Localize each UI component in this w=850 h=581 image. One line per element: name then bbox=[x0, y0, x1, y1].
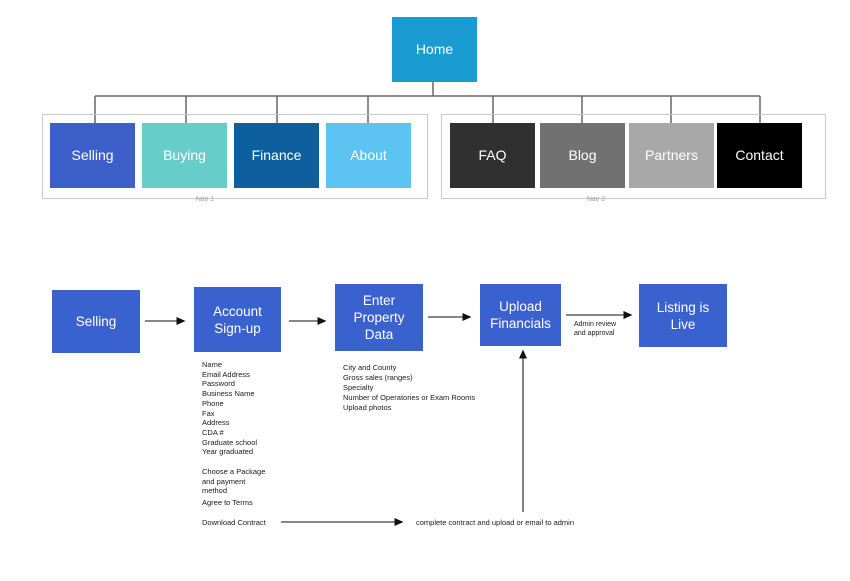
nav-node-label: About bbox=[350, 147, 387, 163]
nav-node-partners: Partners bbox=[629, 123, 714, 188]
flow-node-account-signup: Account Sign-up bbox=[194, 287, 281, 352]
flow-node-listing-live: Listing is Live bbox=[639, 284, 727, 347]
nav-node-selling: Selling bbox=[50, 123, 135, 188]
nav-node-about: About bbox=[326, 123, 411, 188]
field-item: Business Name bbox=[202, 389, 255, 399]
flow-node-enter-property-data: Enter Property Data bbox=[335, 284, 423, 351]
field-item: Address bbox=[202, 418, 230, 428]
field-item: Phone bbox=[202, 398, 224, 408]
nav-node-label: Finance bbox=[251, 147, 302, 163]
terms-note: Agree to Terms bbox=[202, 498, 253, 507]
nav-node-finance: Finance bbox=[234, 123, 319, 188]
nav-node-blog: Blog bbox=[540, 123, 625, 188]
nav-node-label: FAQ bbox=[478, 147, 507, 163]
nav-node-label: Blog bbox=[568, 147, 597, 163]
flow-node-label: Enter Property Data bbox=[353, 293, 405, 342]
flow-node-selling: Selling bbox=[52, 290, 140, 353]
field-item: CDA # bbox=[202, 427, 224, 437]
flow-node-label: Selling bbox=[75, 314, 117, 329]
nav-node-label: Partners bbox=[645, 147, 698, 163]
admin-review-note: Admin review and approval bbox=[574, 321, 617, 337]
field-item: Number of Operatories or Exam Rooms bbox=[343, 393, 476, 402]
field-item: Upload photos bbox=[343, 403, 392, 412]
flow-node-label: Listing is Live bbox=[656, 299, 710, 332]
field-item: Year graduated bbox=[202, 447, 254, 457]
nav-node-buying: Buying bbox=[142, 123, 227, 188]
flow-node-label: Upload Financials bbox=[490, 299, 551, 331]
nav-node-label: Buying bbox=[163, 147, 206, 163]
field-item: Email Address bbox=[202, 369, 250, 379]
home-node-label: Home bbox=[415, 41, 454, 57]
account-signup-fields: Name Email Address Password Business Nam… bbox=[202, 360, 257, 457]
field-item: Password bbox=[202, 379, 235, 389]
field-item: Gross sales (ranges) bbox=[343, 373, 413, 382]
field-item: Fax bbox=[202, 408, 215, 418]
home-node: Home bbox=[392, 17, 477, 82]
field-item: Graduate school bbox=[202, 437, 258, 447]
nav-node-contact: Contact bbox=[717, 123, 802, 188]
field-item: Specialty bbox=[343, 383, 374, 392]
field-item: City and County bbox=[343, 363, 397, 372]
package-note: Choose a Package and payment method bbox=[202, 467, 266, 496]
property-data-fields: City and County Gross sales (ranges) Spe… bbox=[343, 363, 475, 413]
nav-node-faq: FAQ bbox=[450, 123, 535, 188]
flow-node-upload-financials: Upload Financials bbox=[480, 284, 561, 346]
nav2-group-frame bbox=[441, 114, 826, 199]
nav1-group-label: Nav 1 bbox=[195, 196, 215, 203]
field-item: Name bbox=[202, 360, 223, 369]
contract-note: Download Contract bbox=[202, 518, 266, 527]
nav-node-label: Selling bbox=[71, 147, 114, 163]
flow-node-label: Account Sign-up bbox=[213, 303, 262, 336]
nav-node-label: Contact bbox=[735, 147, 784, 163]
nav2-group-label: Nav 2 bbox=[586, 196, 606, 203]
nav1-group-frame bbox=[42, 114, 428, 199]
contract-upload-note: complete contract and upload or email to… bbox=[416, 518, 575, 527]
